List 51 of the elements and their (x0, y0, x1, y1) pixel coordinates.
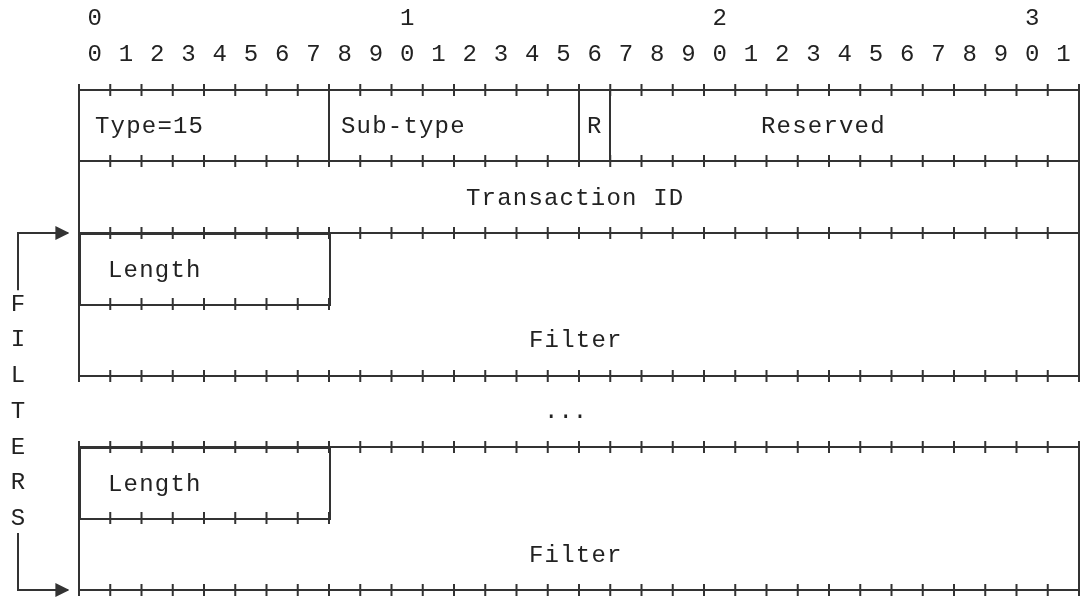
field-label: R (587, 113, 603, 142)
bit-number: 7 (618, 40, 634, 69)
bit-decade-number: 2 (712, 5, 727, 33)
field-label: Length (108, 471, 202, 500)
field-label: Type=15 (95, 113, 205, 142)
field-box (78, 232, 1080, 377)
bit-number: 3 (493, 40, 509, 69)
bit-number: 4 (212, 40, 227, 69)
bit-number: 9 (681, 40, 696, 69)
bit-number: 1 (118, 40, 134, 69)
bit-decade-number: 3 (1024, 5, 1040, 33)
bit-number: 8 (962, 40, 977, 69)
field-label: Filter (529, 327, 623, 356)
bit-number: 2 (462, 40, 477, 69)
bit-number: 6 (899, 40, 915, 69)
bit-number: 6 (587, 40, 602, 69)
field-label: Sub-type (341, 113, 466, 142)
bit-number: 8 (649, 40, 665, 69)
bit-number: 0 (1024, 40, 1040, 69)
bit-number: 9 (368, 40, 384, 69)
field-box (79, 447, 331, 520)
bit-number: 0 (87, 40, 102, 69)
bit-number: 4 (524, 40, 540, 69)
ellipsis: ... (544, 397, 588, 426)
field-box (78, 446, 1080, 591)
field-label: Reserved (761, 113, 886, 142)
bit-number: 3 (181, 40, 196, 69)
bracket-label: FILTERS (9, 289, 27, 534)
bit-number: 2 (149, 40, 165, 69)
bit-number: 5 (556, 40, 571, 69)
field-label: Filter (529, 541, 623, 570)
bit-number: 5 (868, 40, 884, 69)
field-label: Length (108, 256, 202, 285)
bit-decade-number: 1 (399, 5, 415, 33)
field-box (79, 233, 331, 306)
bit-number: 1 (431, 40, 446, 69)
bit-number: 6 (274, 40, 290, 69)
bit-number: 4 (837, 40, 852, 69)
bit-number: 0 (712, 40, 727, 69)
field-label: Transaction ID (466, 184, 685, 213)
bit-number: 1 (743, 40, 759, 69)
bit-number: 5 (243, 40, 259, 69)
bit-number: 7 (931, 40, 946, 69)
bit-number: 8 (337, 40, 352, 69)
bit-number: 3 (806, 40, 821, 69)
bit-number: 7 (306, 40, 321, 69)
bit-number: 1 (1056, 40, 1071, 69)
bit-decade-number: 0 (87, 5, 102, 33)
bit-number: 0 (399, 40, 415, 69)
bit-number: 9 (993, 40, 1009, 69)
bit-number: 2 (774, 40, 790, 69)
